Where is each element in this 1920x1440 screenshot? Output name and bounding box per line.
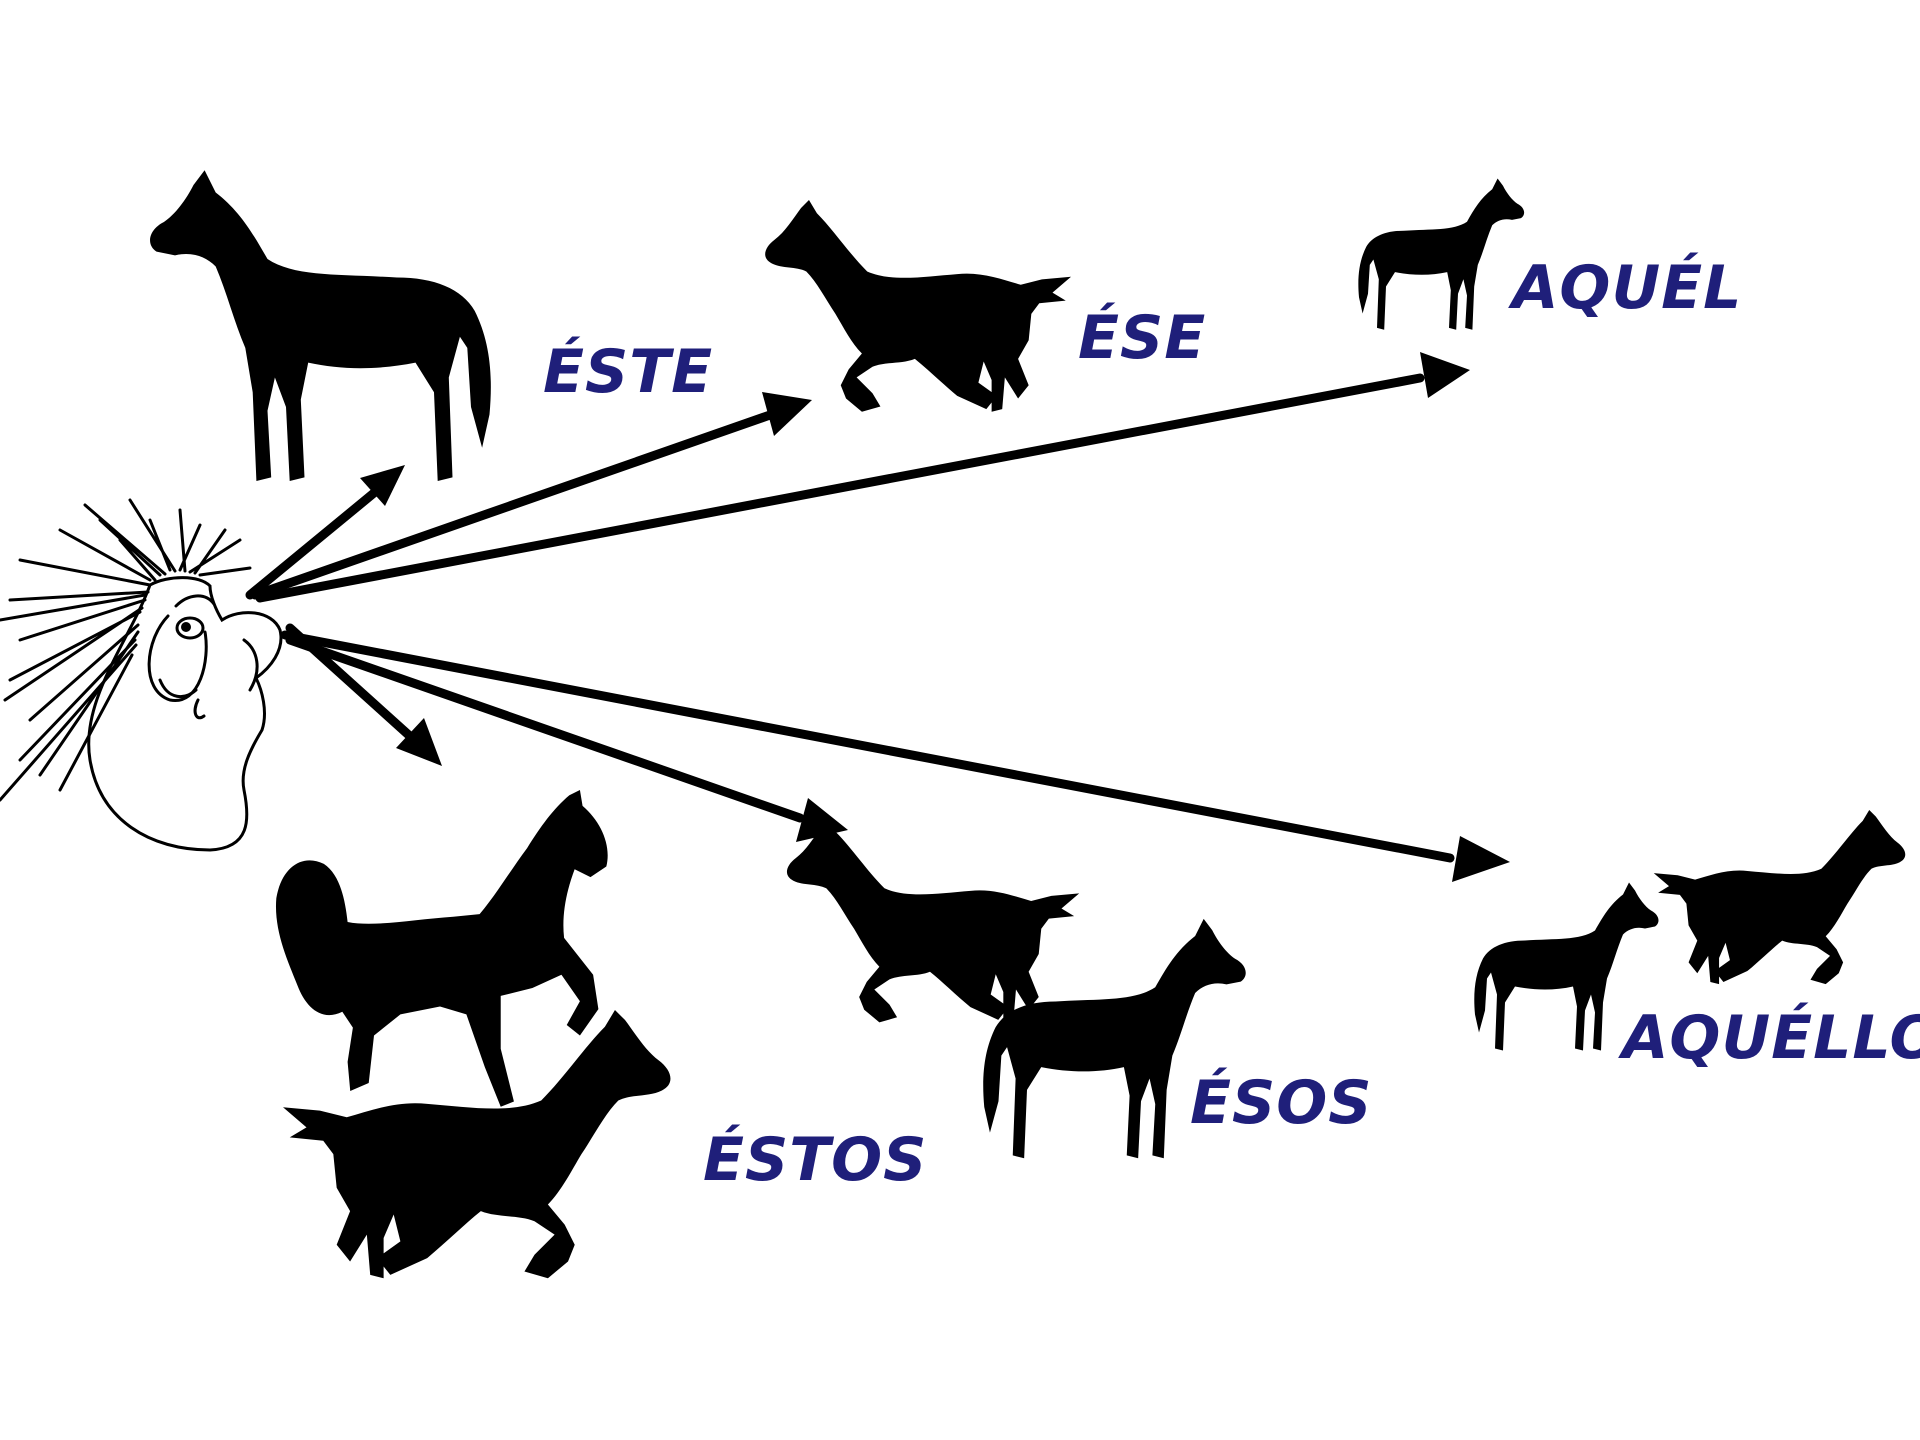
arrow-to-este — [245, 465, 405, 600]
label-este: ÉSTE — [543, 335, 713, 407]
cartoon-face — [0, 498, 283, 852]
label-aquel: AQUÉL — [1508, 251, 1742, 323]
label-esos: ÉSOS — [1190, 1066, 1372, 1138]
arrow-to-aquellos — [280, 630, 1510, 882]
horse-aquel — [1358, 178, 1525, 330]
horses-esos — [786, 820, 1246, 1159]
label-aquellos: AQUÉLLOS — [1618, 1001, 1920, 1073]
arrow-to-ese — [250, 392, 812, 600]
horse-ese — [765, 200, 1072, 412]
horses-estos — [275, 790, 671, 1279]
arrow-to-aquel — [255, 352, 1470, 603]
hair — [0, 498, 252, 802]
label-estos: ÉSTOS — [703, 1123, 927, 1195]
horse-este — [150, 170, 491, 482]
label-ese: ÉSE — [1078, 301, 1206, 373]
